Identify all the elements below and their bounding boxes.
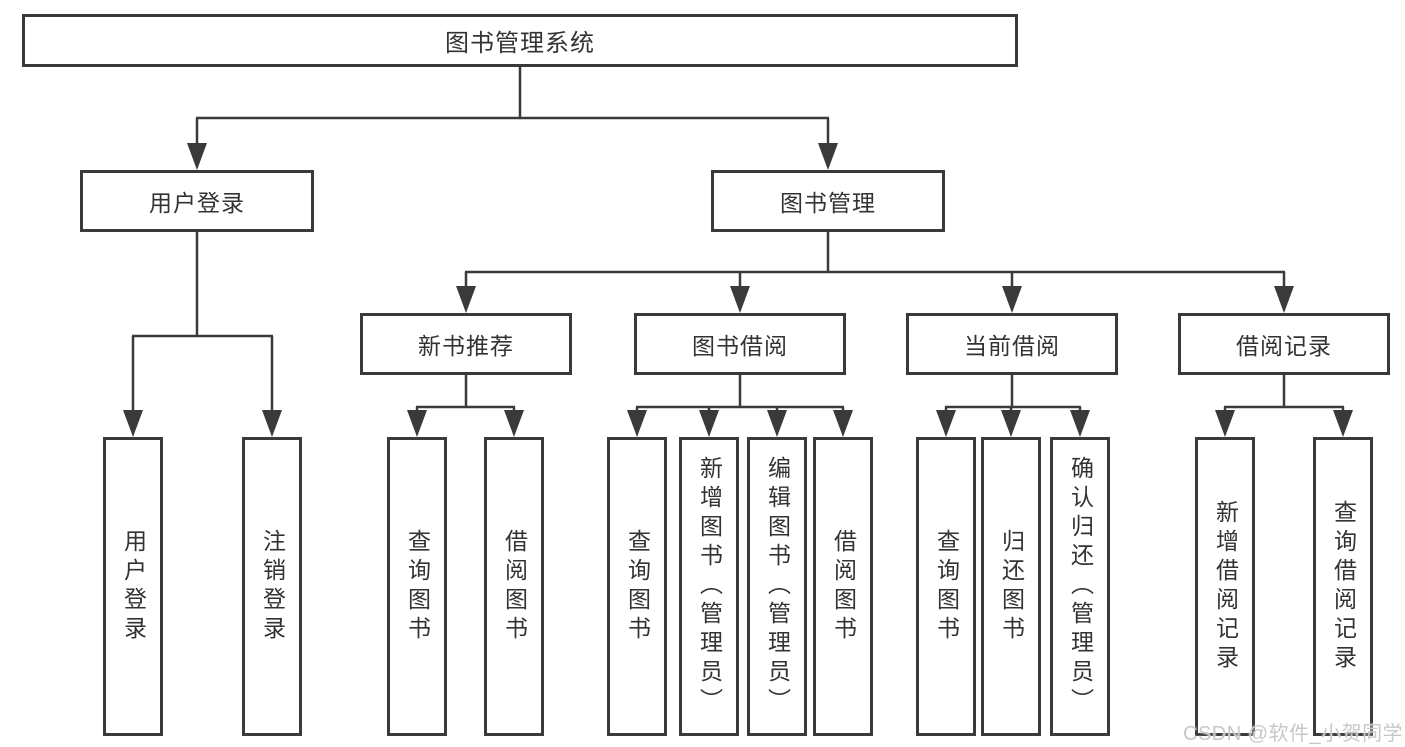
leaf-newbook-query-books-label: 查询图书 [404, 528, 431, 645]
csdn-watermark: CSDN @软件_小贺同学 [1183, 723, 1404, 745]
node-book-management: 图书管理 [711, 170, 945, 232]
leaf-current-confirm-return-admin: 确认归还（管理员） [1050, 437, 1110, 736]
leaf-borrow-borrow-books: 借阅图书 [813, 437, 873, 736]
leaf-borrow-edit-books-admin-label: 编辑图书（管理员） [764, 456, 791, 717]
leaf-records-query-record: 查询借阅记录 [1313, 437, 1373, 736]
leaf-current-confirm-return-admin-label: 确认归还（管理员） [1067, 456, 1094, 717]
leaf-current-return-books-label: 归还图书 [998, 528, 1025, 645]
root-node: 图书管理系统 [22, 14, 1018, 67]
leaf-newbook-query-books: 查询图书 [387, 437, 447, 736]
node-new-book-recommend: 新书推荐 [360, 313, 572, 375]
leaf-borrow-edit-books-admin: 编辑图书（管理员） [747, 437, 807, 736]
node-borrow-records: 借阅记录 [1178, 313, 1390, 375]
leaf-logout-label: 注销登录 [259, 528, 286, 645]
leaf-borrow-borrow-books-label: 借阅图书 [830, 528, 857, 645]
node-current-borrow: 当前借阅 [906, 313, 1118, 375]
leaf-borrow-add-books-admin: 新增图书（管理员） [679, 437, 739, 736]
leaf-user-login-label: 用户登录 [120, 528, 147, 645]
leaf-borrow-query-books: 查询图书 [607, 437, 667, 736]
leaf-records-add-record: 新增借阅记录 [1195, 437, 1255, 736]
node-book-borrow: 图书借阅 [634, 313, 846, 375]
leaf-records-query-record-label: 查询借阅记录 [1330, 499, 1357, 674]
leaf-records-add-record-label: 新增借阅记录 [1212, 499, 1239, 674]
leaf-current-query-books: 查询图书 [916, 437, 976, 736]
leaf-borrow-add-books-admin-label: 新增图书（管理员） [696, 456, 723, 717]
leaf-logout: 注销登录 [242, 437, 302, 736]
leaf-user-login: 用户登录 [103, 437, 163, 736]
leaf-current-return-books: 归还图书 [981, 437, 1041, 736]
leaf-borrow-query-books-label: 查询图书 [624, 528, 651, 645]
leaf-newbook-borrow-books: 借阅图书 [484, 437, 544, 736]
leaf-newbook-borrow-books-label: 借阅图书 [501, 528, 528, 645]
node-user-login: 用户登录 [80, 170, 314, 232]
leaf-current-query-books-label: 查询图书 [933, 528, 960, 645]
